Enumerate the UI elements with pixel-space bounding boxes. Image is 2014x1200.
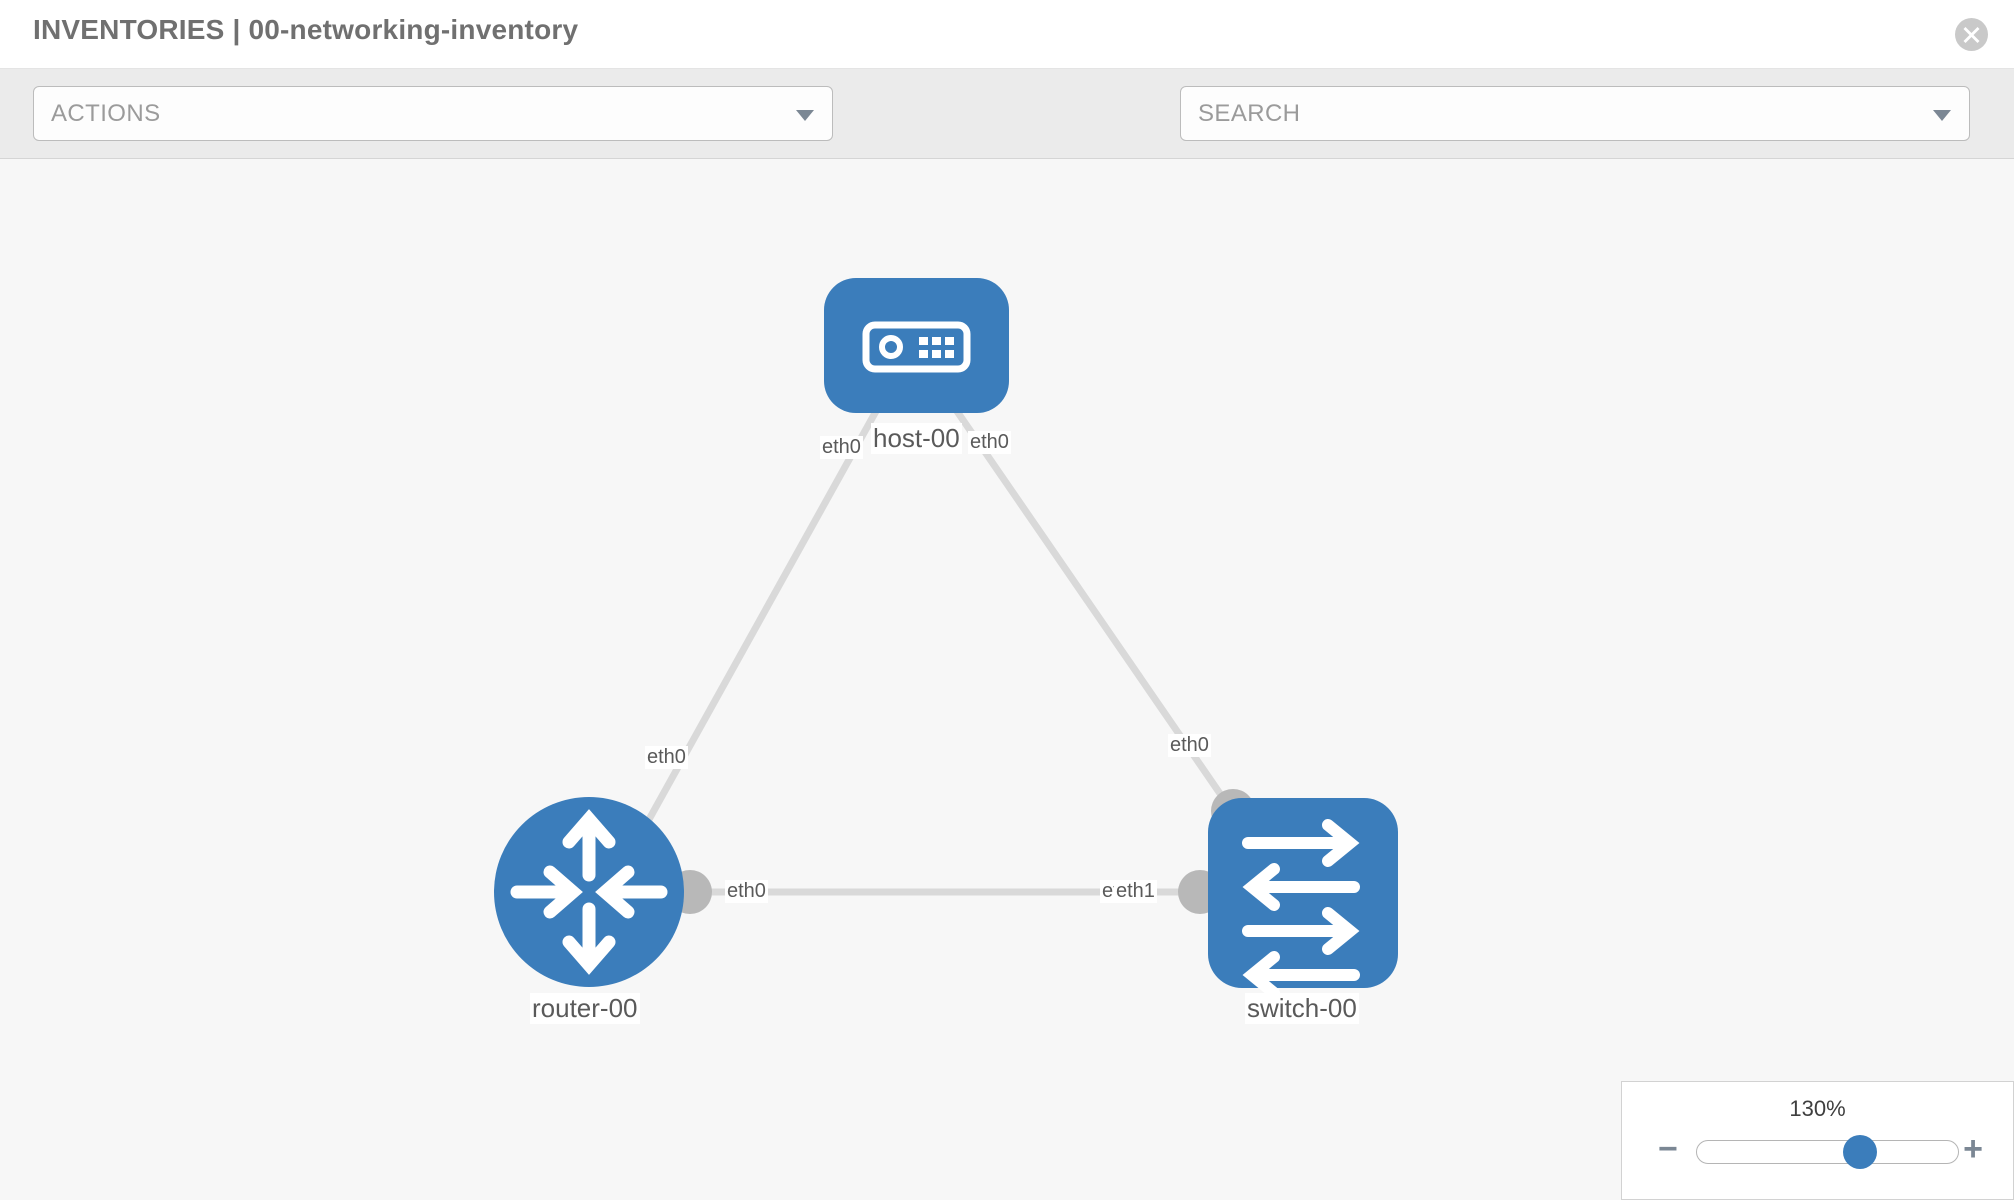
zoom-slider-track[interactable] xyxy=(1696,1135,1959,1169)
edge-label-switch-left-b: eth1 xyxy=(1114,880,1157,903)
node-switch-00[interactable] xyxy=(1208,798,1398,999)
actions-dropdown[interactable]: ACTIONS xyxy=(33,86,833,141)
topology-edges xyxy=(623,402,1268,896)
edge-host-switch xyxy=(949,402,1268,861)
node-router-00[interactable] xyxy=(494,797,684,987)
edge-label-host-left: eth0 xyxy=(820,436,863,459)
node-label-host: host-00 xyxy=(871,423,962,454)
zoom-level-value: 130% xyxy=(1789,1096,1846,1121)
edge-label-router-right: eth0 xyxy=(725,880,768,903)
zoom-out-button[interactable]: − xyxy=(1658,1130,1678,1168)
actions-dropdown-label: ACTIONS xyxy=(51,100,161,127)
search-input[interactable]: SEARCH xyxy=(1180,86,1970,141)
page-header: INVENTORIES | 00-networking-inventory xyxy=(0,0,2014,69)
zoom-in-button[interactable]: + xyxy=(1963,1130,1983,1168)
edge-label-router-up: eth0 xyxy=(645,746,688,769)
page-title: INVENTORIES | 00-networking-inventory xyxy=(33,14,579,45)
zoom-control-panel: 130% − + xyxy=(1621,1081,2014,1200)
chevron-down-icon xyxy=(796,110,814,121)
topology-graph xyxy=(494,278,1398,999)
zoom-slider-thumb[interactable] xyxy=(1843,1135,1878,1169)
node-label-router: router-00 xyxy=(530,993,640,1024)
edge-host-router xyxy=(623,402,884,861)
toolbar: ACTIONS SEARCH xyxy=(0,69,2014,200)
topology-canvas[interactable]: host-00 router-00 switch-00 eth0 eth0 et… xyxy=(0,159,2014,1200)
search-placeholder: SEARCH xyxy=(1198,100,1301,127)
node-label-switch: switch-00 xyxy=(1245,993,1359,1024)
edge-label-host-right: eth0 xyxy=(968,431,1011,454)
edge-label-switch-up: eth0 xyxy=(1168,734,1211,757)
chevron-down-icon xyxy=(1933,110,1951,121)
close-icon[interactable] xyxy=(1955,18,1988,51)
node-host-00[interactable] xyxy=(824,278,1009,413)
